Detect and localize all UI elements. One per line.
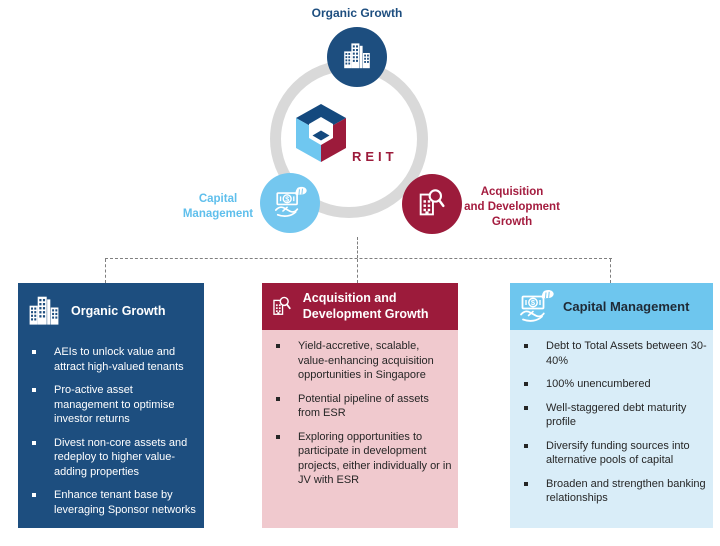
building-magnifier-icon (273, 296, 291, 315)
bullet-text: Potential pipeline of assets from ESR (298, 392, 429, 420)
acquisition-growth-label: Acquisition and Development Growth (460, 185, 564, 230)
organic-growth-bullets: AEIs to unlock value and attract high-va… (18, 333, 204, 517)
bullet-square (524, 382, 528, 386)
bullet-text: AEIs to unlock value and attract high-va… (54, 346, 184, 373)
box-title: Capital Management (563, 298, 690, 314)
bullet-text: 100% unencumbered (546, 378, 651, 390)
capital-management-label: Capital Management (180, 192, 256, 222)
acquisition-growth-box-header: Acquisition and Development Growth (262, 283, 458, 330)
svg-text:$: $ (285, 195, 289, 203)
organic-growth-node (327, 27, 387, 87)
organic-growth-box: Organic Growth AEIs to unlock value and … (18, 283, 204, 528)
list-item: Enhance tenant base by leveraging Sponso… (18, 488, 198, 517)
list-item: Broaden and strengthen banking relations… (510, 477, 707, 506)
capital-management-box-body: Debt to Total Assets between 30- 40% 100… (510, 330, 713, 528)
list-item: Potential pipeline of assets from ESR (262, 392, 452, 421)
list-item: Exploring opportunities to participate i… (262, 430, 452, 488)
connector-right-drop (610, 259, 611, 283)
acquisition-growth-box-body: Yield-accretive, scalable, value-enhanci… (262, 330, 458, 528)
bullet-square (32, 388, 36, 392)
bullet-square (276, 344, 280, 348)
capital-management-box: $ Capital Management Debt to Total Asset… (510, 283, 713, 528)
list-item: Well-staggered debt maturity profile (510, 401, 707, 430)
bullet-square (276, 396, 280, 401)
bullet-text: Pro-active asset management to optimise … (54, 384, 175, 425)
list-item: Divest non-core assets and redeploy to h… (18, 436, 198, 480)
capital-management-box-header: $ Capital Management (510, 283, 713, 330)
label-line: Management (182, 207, 254, 220)
box-title: Organic Growth (71, 304, 166, 319)
connector-center-top (357, 237, 358, 258)
label-line: Growth (491, 215, 533, 228)
bullet-square (32, 440, 36, 445)
label-line: Acquisition (480, 186, 544, 198)
label-line: and Development (464, 200, 560, 213)
building-magnifier-icon (419, 189, 445, 216)
list-item: AEIs to unlock value and attract high-va… (18, 345, 198, 374)
bullet-text: Enhance tenant base by leveraging Sponso… (54, 489, 196, 516)
bullet-square (524, 405, 528, 410)
ring-gap (327, 233, 348, 244)
bullet-text: Divest non-core assets and redeploy to h… (54, 436, 188, 478)
capital-management-bullets: Debt to Total Assets between 30- 40% 100… (510, 330, 713, 506)
cash-in-hand-icon: $ (274, 186, 307, 217)
bullet-square (524, 443, 528, 448)
acquisition-growth-bullets: Yield-accretive, scalable, value-enhanci… (262, 330, 458, 488)
ring-gap (372, 229, 418, 240)
capital-management-node: $ (260, 173, 320, 233)
bullet-square (524, 481, 528, 486)
bullet-text: Well-staggered debt maturity profile (546, 401, 687, 429)
svg-text:$: $ (531, 298, 536, 307)
list-item: 100% unencumbered (510, 377, 707, 392)
label-line: Capital (198, 193, 238, 205)
acquisition-growth-box: Acquisition and Development Growth Yield… (262, 283, 458, 528)
list-item: Debt to Total Assets between 30- 40% (510, 339, 707, 368)
box-title: Acquisition and Development Growth (302, 291, 429, 321)
bullet-square (32, 493, 36, 497)
bullet-square (276, 434, 280, 439)
bullet-text: Yield-accretive, scalable, value-enhanci… (298, 340, 434, 381)
bullet-text: Broaden and strengthen banking relations… (546, 477, 706, 505)
bullet-text: Debt to Total Assets between 30- 40% (546, 340, 707, 367)
connector-left-drop (105, 259, 106, 283)
bullet-square (32, 350, 36, 354)
reit-cube-logo (296, 104, 346, 162)
bullet-text: Exploring opportunities to participate i… (298, 430, 452, 487)
list-item: Diversify funding sources into alternati… (510, 439, 707, 468)
cash-in-hand-icon: $ (520, 289, 554, 322)
bullet-text: Diversify funding sources into alternati… (546, 439, 690, 467)
organic-growth-label: Organic Growth (311, 6, 403, 20)
connector-center-drop (357, 259, 358, 283)
buildings-icon (344, 43, 370, 69)
reit-logo-text: REIT (352, 149, 398, 164)
list-item: Yield-accretive, scalable, value-enhanci… (262, 339, 452, 383)
buildings-icon (29, 296, 59, 325)
bullet-square (524, 344, 528, 348)
connector-horizontal (105, 258, 612, 259)
acquisition-growth-node (402, 174, 462, 234)
organic-growth-box-header: Organic Growth (18, 283, 204, 333)
list-item: Pro-active asset management to optimise … (18, 383, 198, 427)
